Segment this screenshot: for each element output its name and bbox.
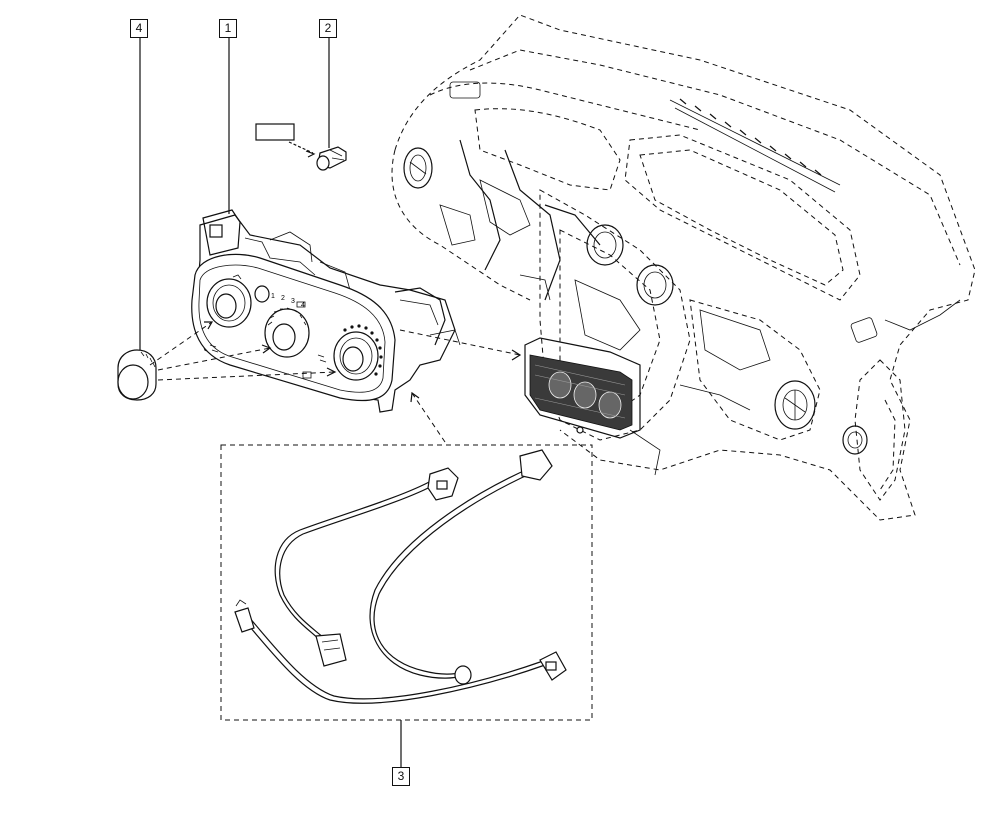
dial-scale-1: 1 (271, 293, 275, 300)
dashboard-outline (391, 14, 976, 521)
callout-part-1: 1 (219, 19, 237, 38)
callout-part-2: 2 (319, 19, 337, 38)
knob-part (117, 349, 157, 401)
dial-scale-3: 3 (291, 298, 295, 305)
control-panel-part (191, 209, 461, 413)
dial-scale-4: 4 (301, 302, 305, 309)
leader-lines (139, 37, 522, 767)
installed-control-panel (524, 337, 641, 439)
dial-scale-2: 2 (281, 295, 285, 302)
callout-part-3: 3 (392, 767, 410, 786)
harness-part (220, 444, 593, 721)
callout-part-4: 4 (130, 19, 148, 38)
bulb-part (255, 123, 347, 171)
